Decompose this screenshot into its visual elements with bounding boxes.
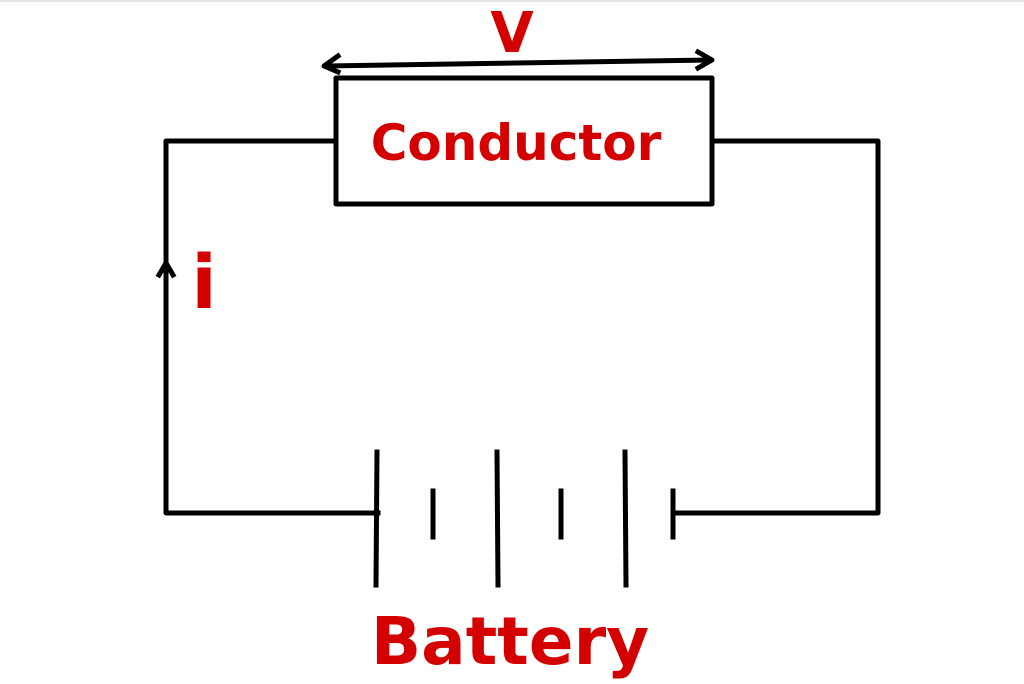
voltage-arrow-right-head bbox=[694, 48, 715, 72]
top-border bbox=[0, 0, 1024, 2]
voltage-arrow-shaft bbox=[323, 57, 713, 69]
battery-plate-long-1 bbox=[373, 449, 380, 588]
right-wire bbox=[670, 138, 881, 516]
voltage-arrow bbox=[321, 48, 715, 76]
left-wire bbox=[163, 138, 381, 516]
current-label: i bbox=[191, 240, 216, 326]
conductor-box bbox=[333, 75, 715, 207]
conductor-label: Conductor bbox=[371, 114, 662, 172]
current-arrow-icon bbox=[155, 260, 177, 279]
voltage-label: V bbox=[490, 1, 534, 66]
battery-label: Battery bbox=[371, 603, 649, 680]
battery-symbol bbox=[373, 449, 676, 588]
battery-plate-long-2 bbox=[494, 449, 501, 588]
battery-plate-long-3 bbox=[622, 449, 629, 588]
voltage-arrow-left-head bbox=[321, 52, 342, 76]
